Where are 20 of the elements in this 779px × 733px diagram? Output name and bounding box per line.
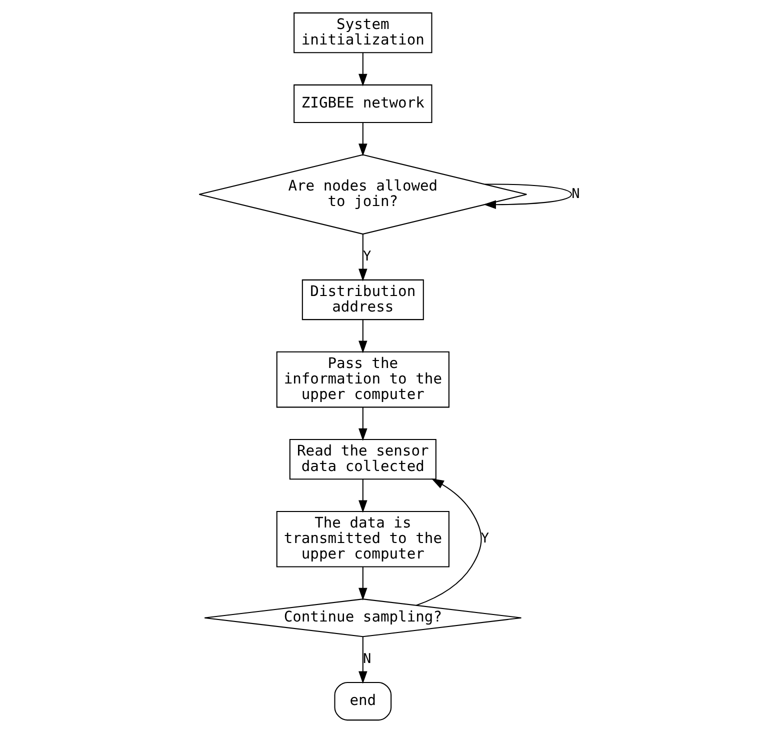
- arrow: [358, 52, 368, 86]
- node-diamond: Continue sampling?: [204, 598, 522, 638]
- arrow: [358, 566, 368, 600]
- node-box: Pass the information to the upper computer: [276, 351, 450, 408]
- arrow: [358, 407, 368, 441]
- node-box: Read the sensor data collected: [289, 438, 436, 480]
- node-box: The data is transmitted to the upper computer: [276, 510, 450, 568]
- node-box: ZIGBEE network: [294, 84, 432, 123]
- node-box: Distribution address: [302, 279, 424, 320]
- node-box: end: [334, 682, 392, 721]
- node-box: System initialization: [294, 12, 432, 54]
- arrow: [416, 478, 482, 606]
- edge-label: N: [572, 186, 580, 202]
- arrow: [358, 479, 368, 513]
- node-diamond: Are nodes allowed to join?: [198, 154, 528, 235]
- arrow: [358, 122, 368, 156]
- arrow: [358, 636, 368, 684]
- arrow: [483, 184, 572, 209]
- edge-label: N: [363, 651, 372, 668]
- arrow: [358, 320, 368, 354]
